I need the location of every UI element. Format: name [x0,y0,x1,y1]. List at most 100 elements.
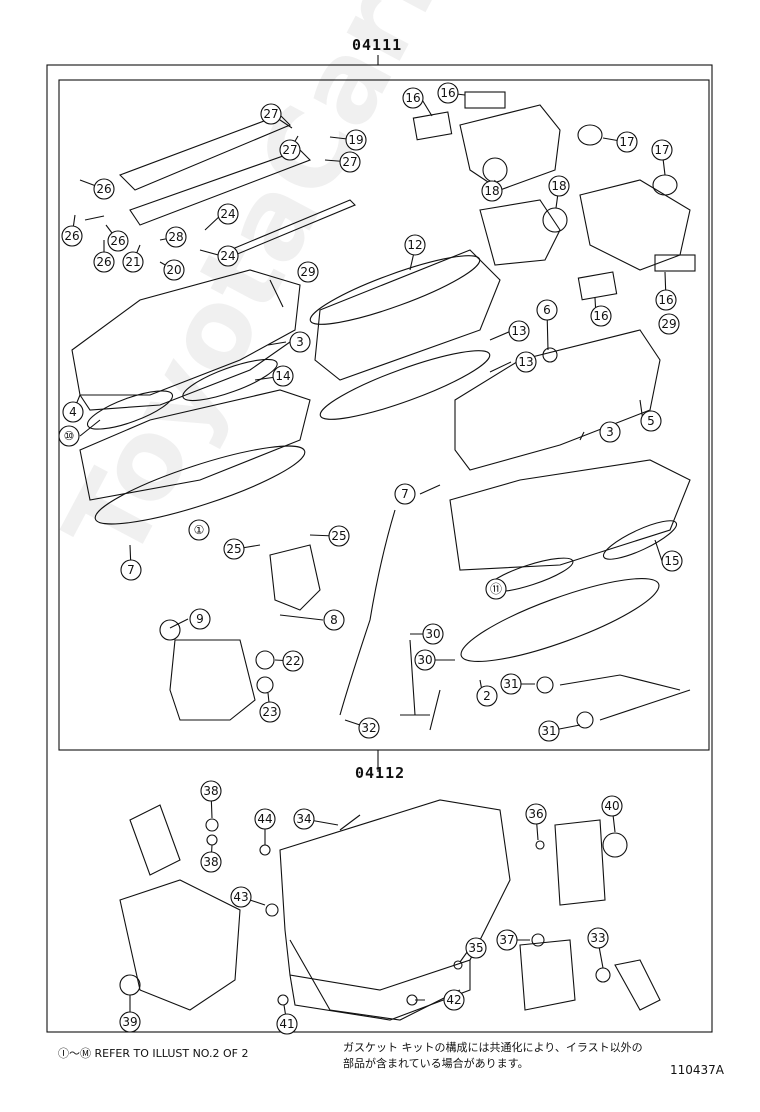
callout-number: 33 [590,931,605,945]
callout-number: 9 [196,612,204,626]
seal-31b [576,711,594,729]
callout-number: 21 [125,255,140,269]
seal-33 [595,967,611,983]
callout-number: 25 [226,542,241,556]
callout-number: 31 [503,677,518,691]
callout-number: 17 [654,143,669,157]
callout-circle [496,929,518,951]
callout-c42: 42 [443,989,465,1011]
gasket-18b [542,207,568,233]
callout-number: 3 [296,335,304,349]
callout-c1: ① [188,519,210,541]
callout-circle [61,225,83,247]
callout-circle [515,351,537,373]
callout-number: 26 [96,182,111,196]
callout-number: 38 [203,784,218,798]
callout-c44: 44 [254,808,276,830]
o-ring-37 [531,933,545,947]
outer-frame [46,64,713,1033]
gasket-16a [412,111,453,141]
callout-c37: 37 [496,929,518,951]
callout-c33: 33 [587,927,609,949]
callout-c27b: 27 [279,139,301,161]
callout-c16b: 16 [437,82,459,104]
callout-c8: 8 [323,609,345,631]
o-ring-38a [205,818,219,832]
callout-circle [485,578,507,600]
callout-circle [272,365,294,387]
manifold-gasket-15 [602,520,678,560]
callout-circle [217,203,239,225]
callout-number: 16 [440,86,455,100]
callout-circle [276,1013,298,1035]
callout-c16d: 16 [655,289,677,311]
callout-c3b: 3 [599,421,621,443]
callout-number: 44 [257,812,272,826]
callout-number: 18 [484,184,499,198]
callout-circle [282,650,304,672]
callout-circle [616,131,638,153]
callout-c13a: 13 [508,320,530,342]
callout-c43: 43 [230,886,252,908]
callout-circle [328,525,350,547]
water-inlet [519,939,576,1011]
o-ring-38b [206,834,218,846]
callout-number: 41 [279,1017,294,1031]
callout-number: ① [194,523,205,537]
callout-number: 37 [499,933,514,947]
callout-circle [661,550,683,572]
right-cylinder-head [449,459,691,571]
callout-c5: 5 [640,410,662,432]
callout-circle [476,685,498,707]
exhaust-pipe-right [559,674,691,721]
callout-c30a: 30 [422,623,444,645]
refer-note: Ⓘ～Ⓜ REFER TO ILLUST NO.2 OF 2 [58,1047,249,1060]
exhaust-manifold-right [579,179,691,271]
callout-c23: 23 [259,701,281,723]
seal-40 [602,832,628,858]
callout-circle [230,886,252,908]
callout-number: 22 [285,654,300,668]
callout-c31b: 31 [538,720,560,742]
callout-circle [651,139,673,161]
callout-circle [93,251,115,273]
pipe-34 [339,814,361,831]
right-cylinder-head-cover [454,329,661,471]
callout-number: 12 [407,238,422,252]
callout-c20: 20 [163,259,185,281]
gasket-17b [652,174,678,196]
callout-circle [217,245,239,267]
fuel-rail-lower [129,149,311,226]
callout-c40: 40 [601,795,623,817]
callout-number: 13 [518,355,533,369]
callout-number: 4 [69,405,77,419]
callout-c27c: 27 [339,151,361,173]
gasket-18a [482,157,508,183]
oil-pump-cover [554,819,606,906]
callout-number: 7 [127,563,135,577]
callout-circle [323,609,345,631]
intake-manifold [314,249,501,381]
callout-circle [658,313,680,335]
callout-c24a: 24 [217,203,239,225]
fuel-pipe [229,199,356,256]
callout-c6: 6 [536,299,558,321]
left-cylinder-head [79,389,311,501]
callout-circle [254,808,276,830]
callout-number: 26 [110,234,125,248]
callout-c18b: 18 [548,175,570,197]
callout-circle [394,483,416,505]
callout-circle [422,623,444,645]
callout-circle [590,305,612,327]
callout-c10: ⑩ [58,425,80,447]
group-04111-frame [58,79,710,751]
callout-c7a: 7 [394,483,416,505]
callout-number: ⑪ [490,582,502,596]
callout-number: 3 [606,425,614,439]
callout-c32: 32 [358,717,380,739]
callout-c17b: 17 [651,139,673,161]
callout-c31a: 31 [500,673,522,695]
callout-circle [508,320,530,342]
callout-number: 5 [647,414,655,428]
